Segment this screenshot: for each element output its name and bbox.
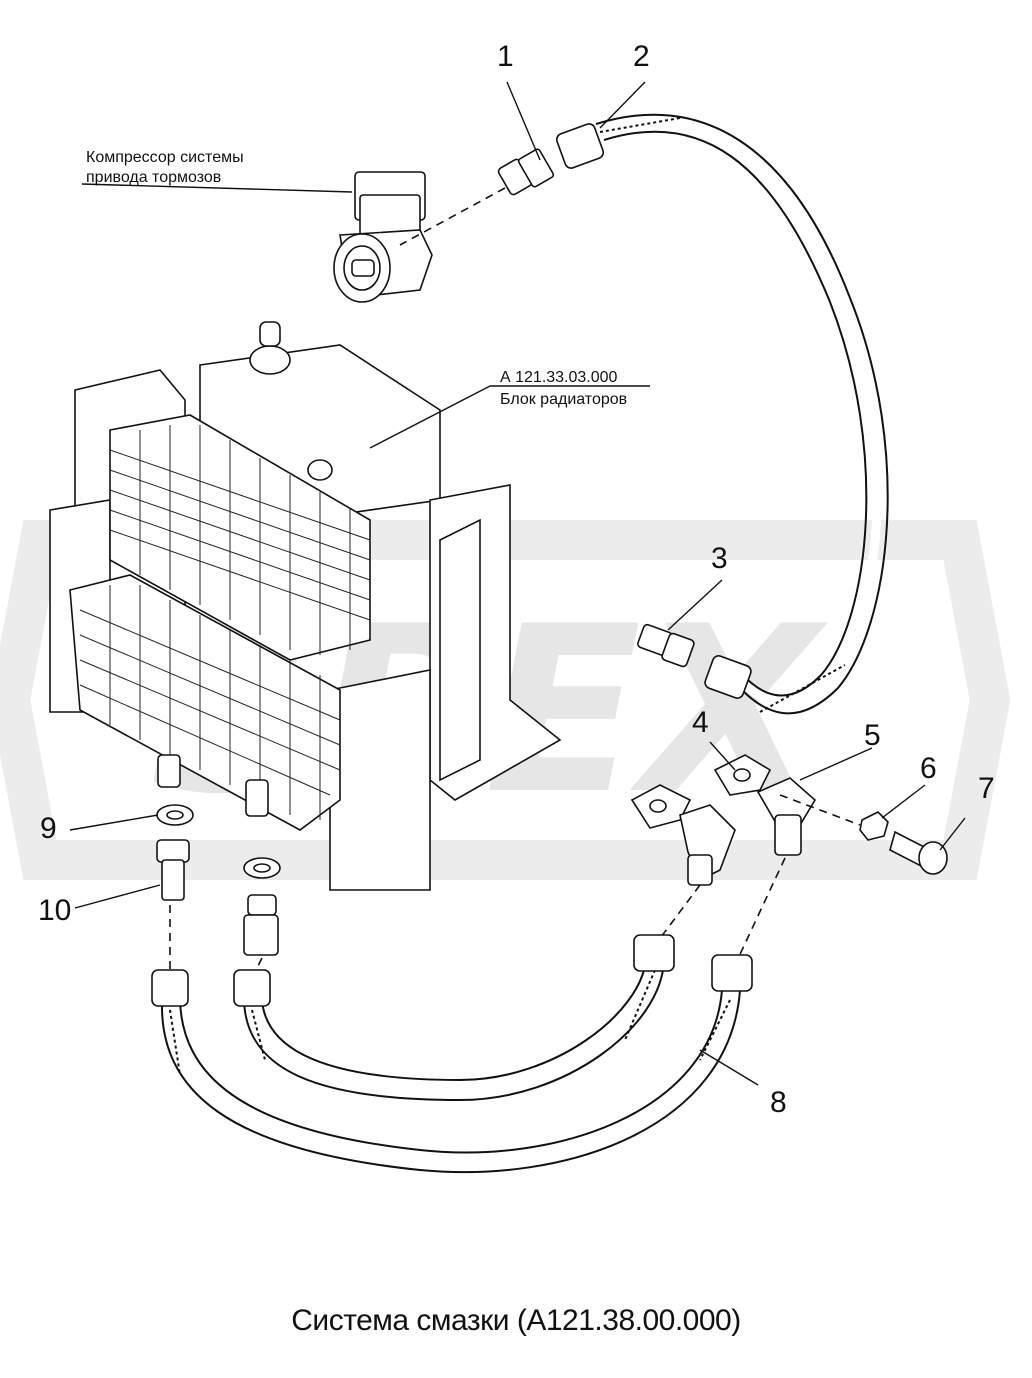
callout-1: 1 (497, 40, 514, 73)
brake-compressor (333, 171, 433, 303)
radiator-leader (369, 385, 491, 449)
fitting-3 (637, 623, 695, 668)
callout-6: 6 (920, 752, 937, 785)
compressor-leader (81, 183, 353, 193)
callout-4: 4 (692, 706, 709, 739)
callout-2: 2 (633, 40, 650, 73)
callout-8: 8 (770, 1086, 787, 1119)
compressor-label-line1: Компрессор системы (86, 149, 244, 166)
callout-7: 7 (978, 772, 995, 805)
callout-leaders (69, 81, 966, 1086)
radiator-code: А 121.33.03.000 (500, 369, 618, 386)
hose-8-assembly (151, 934, 753, 1174)
compressor-label-line2: привода тормозов (86, 169, 221, 186)
radiator-block (49, 321, 562, 891)
diagram-caption: Система смазки (А121.38.00.000) (291, 1304, 741, 1337)
callout-5: 5 (864, 719, 881, 752)
fitting-1 (497, 148, 555, 196)
callout-10: 10 (38, 894, 71, 927)
hose-2 (555, 113, 889, 715)
callout-3: 3 (711, 542, 728, 575)
fittings-9-10 (156, 804, 281, 956)
callout-9: 9 (40, 812, 57, 845)
radiator-name: Блок радиаторов (500, 391, 627, 408)
